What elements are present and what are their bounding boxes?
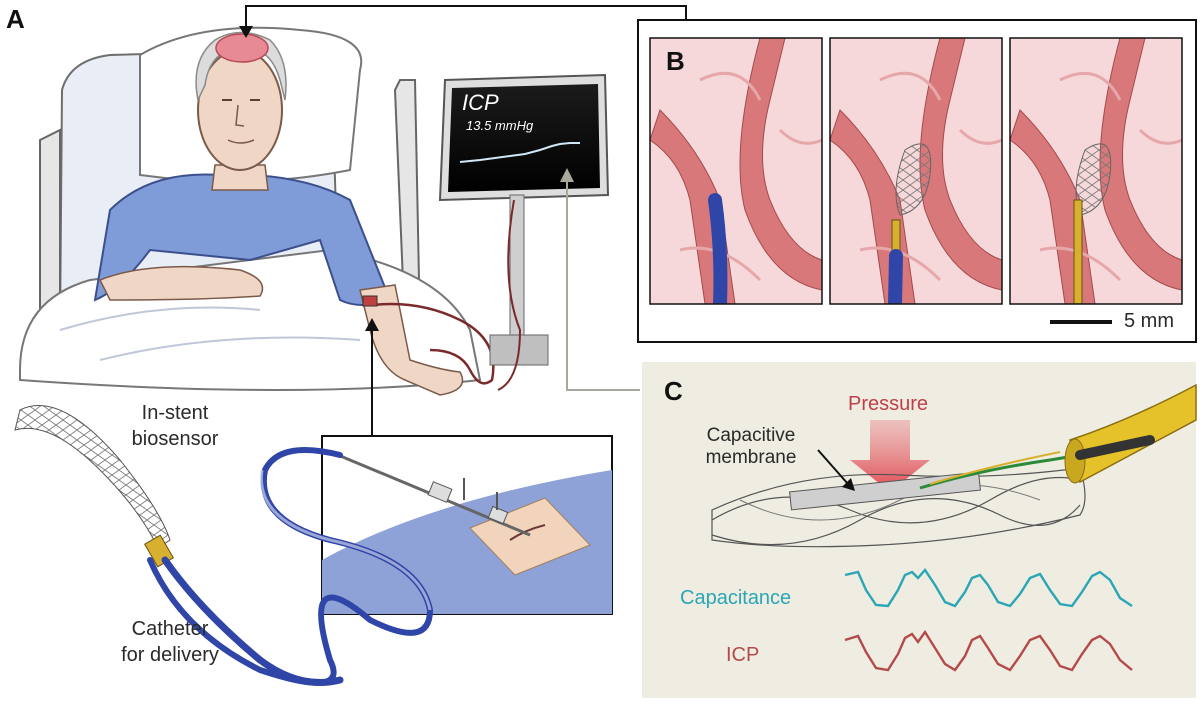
- stent-label: In-stent biosensor: [115, 400, 235, 452]
- delivery-catheter: [161, 556, 344, 686]
- catheter-loop: [147, 447, 434, 686]
- stent-sensor-closeup: [711, 451, 1086, 548]
- stent-label-line-1: In-stent: [141, 402, 209, 424]
- arrow-b-to-head: [239, 5, 687, 38]
- capacitance-waveform: [844, 568, 1133, 608]
- vessel-view-stent-implanted: [1010, 38, 1182, 304]
- membrane-label-line-1: Capacitive: [706, 425, 796, 446]
- iv-tube: [371, 302, 495, 385]
- insertion-inset: [321, 435, 613, 615]
- icp-waveform: [844, 629, 1133, 672]
- panel-b: [637, 19, 1197, 343]
- capacitive-membrane: [789, 471, 981, 511]
- membrane-label-line-2: membrane: [705, 447, 797, 468]
- brain-icon: [215, 33, 269, 63]
- catheter-label-line-2: for delivery: [121, 644, 219, 666]
- monitor-waveform: [459, 142, 580, 163]
- monitor-value: 13.5 mmHg: [466, 118, 534, 133]
- panel-a: [14, 5, 687, 686]
- membrane-label: Capacitive membrane: [686, 425, 816, 469]
- icp-label: ICP: [726, 644, 760, 666]
- vessel-view-catheter-approach: [650, 38, 822, 304]
- panel-a-letter: A: [6, 4, 25, 34]
- vessel-view-stent-deploying: [830, 38, 1002, 304]
- patient: [93, 31, 464, 396]
- stent-label-line-2: biosensor: [131, 428, 219, 450]
- capacitance-label: Capacitance: [680, 587, 792, 609]
- catheter-label: Catheter for delivery: [100, 616, 240, 668]
- membrane-pointer-arrow: [817, 449, 855, 491]
- arrow-monitor-to-c: [560, 168, 640, 391]
- pressure-label: Pressure: [848, 393, 929, 415]
- arrow-insertion-to-arm: [365, 318, 379, 436]
- scale-bar-label: 5 mm: [1124, 310, 1174, 332]
- panel-c-letter: C: [664, 376, 683, 406]
- iv-connector: [362, 295, 378, 307]
- catheter-label-line-1: Catheter: [131, 618, 209, 640]
- icp-monitor: [438, 73, 610, 391]
- panel-c: [642, 362, 1197, 698]
- lead-cable: [1064, 383, 1197, 484]
- panel-b-letter: B: [666, 46, 685, 76]
- monitor-title: ICP: [462, 90, 499, 115]
